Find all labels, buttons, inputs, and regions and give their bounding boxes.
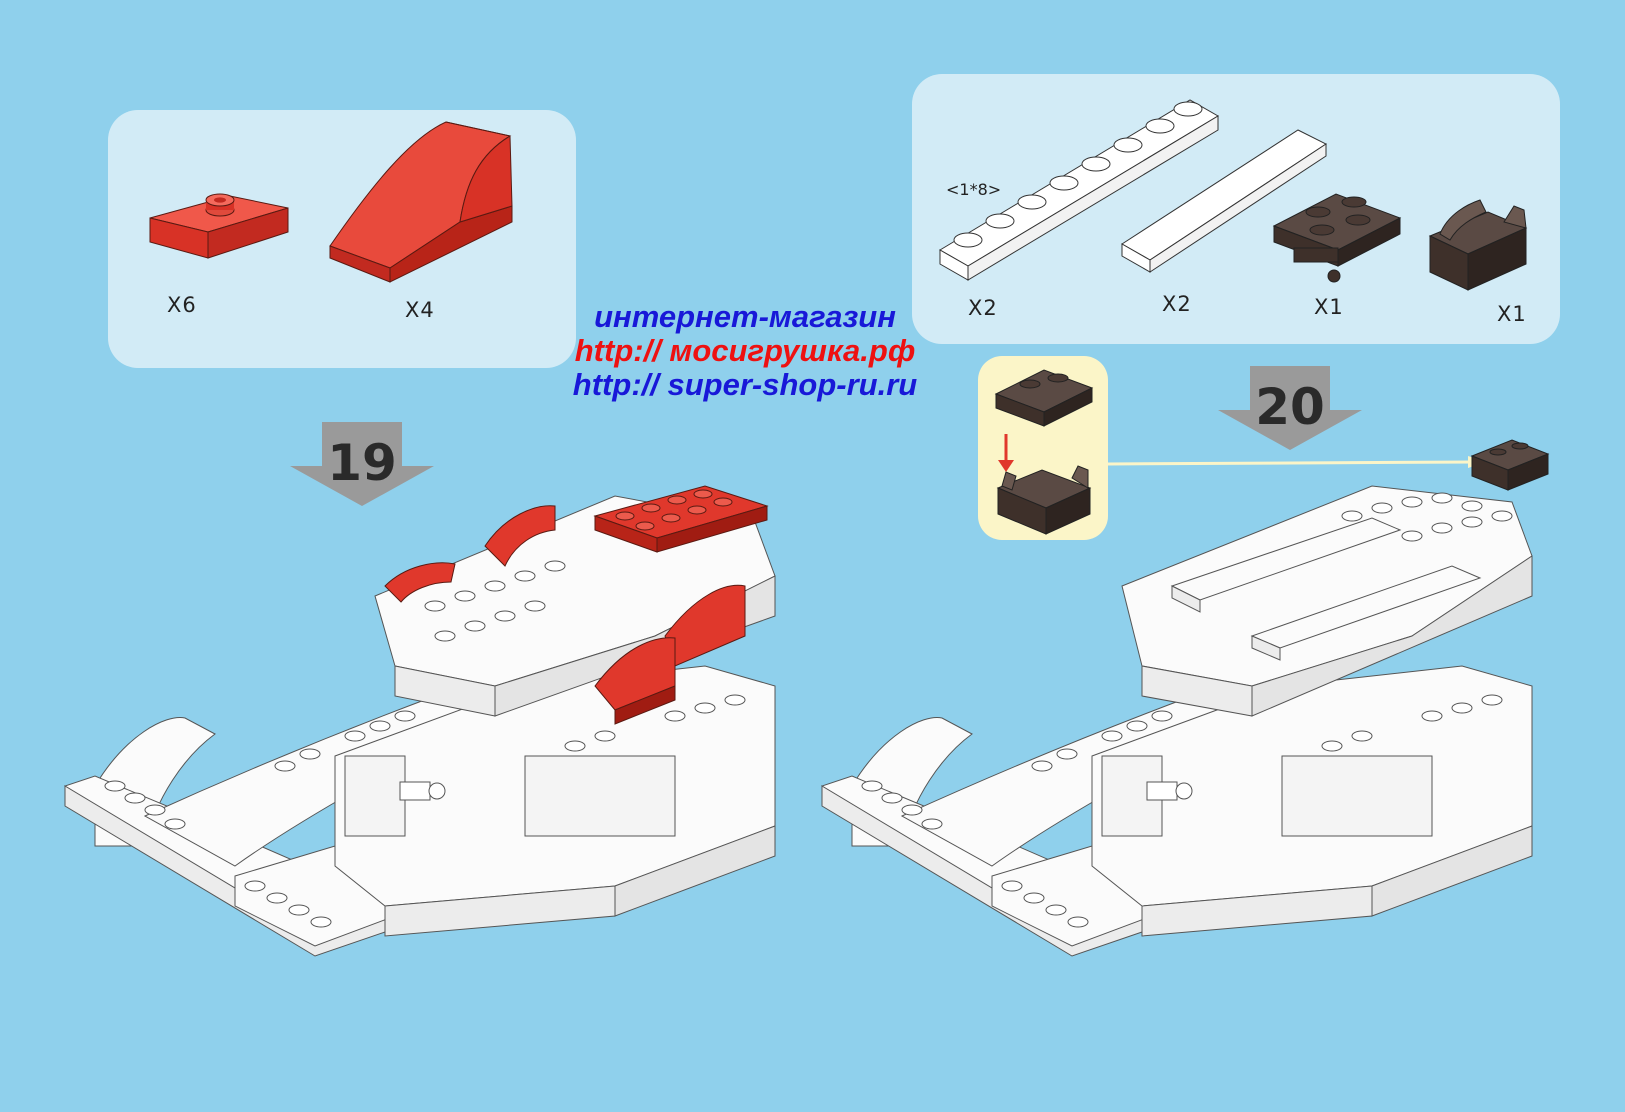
step-number: 19 [327,434,397,492]
white-tile-long-icon [1121,129,1327,273]
step-number: 20 [1255,378,1325,436]
shop-watermark: интернет-магазин http:// мосигрушка.рф h… [505,300,985,402]
qty-label: X1 [1497,302,1527,326]
step-19-badge: 19 [290,422,434,506]
qty-label: X2 [1162,292,1192,316]
dark-brown-hinge-bracket-icon [1428,199,1528,291]
qty-label: X6 [167,293,197,317]
dark-brown-hinge-plate-icon [1272,193,1402,283]
sub-assembly-hinge-icon [994,369,1094,535]
watermark-line: интернет-магазин [594,299,896,334]
white-plate-1x8-icon [939,99,1219,281]
qty-label: X4 [405,298,435,322]
car-model-step-19 [63,485,776,957]
car-model-step-20 [820,439,1550,957]
red-plate-1x2-jumper-icon [149,193,289,259]
watermark-link: http:// мосигрушка.рф [574,333,916,368]
dimension-label: <1*8> [946,180,1002,199]
qty-label: X1 [1314,295,1344,319]
red-curved-slope-icon [329,121,513,283]
step-20-badge: 20 [1218,366,1362,450]
qty-label: X2 [968,296,998,320]
watermark-link: http:// super-shop-ru.ru [572,367,918,402]
